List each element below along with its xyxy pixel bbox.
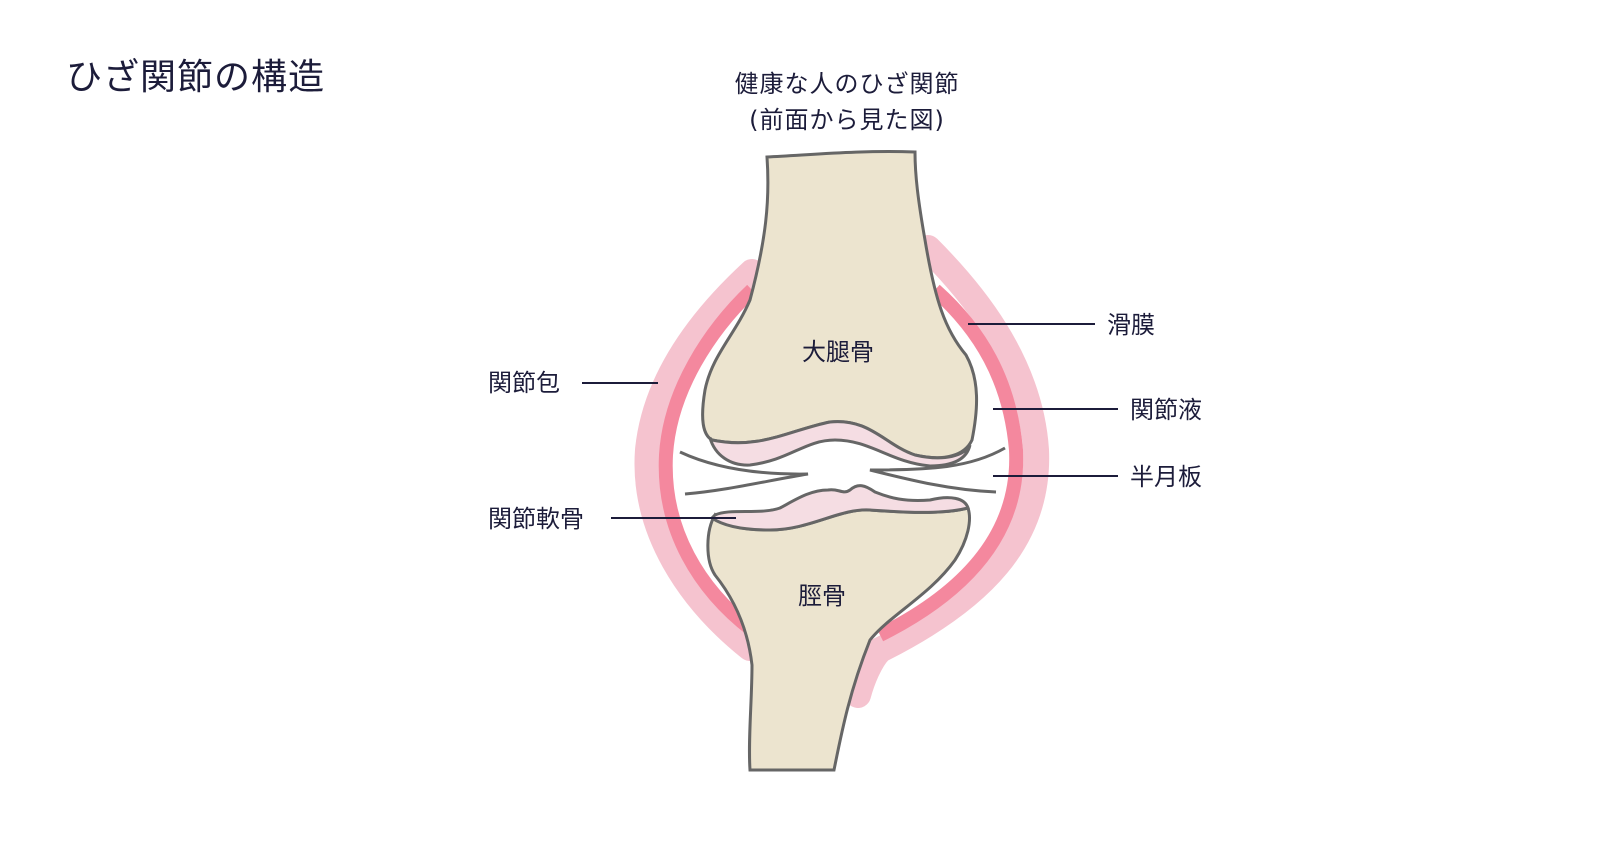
page-title: ひざ関節の構造 [66, 57, 326, 98]
label-synovial-fluid: 関節液 [1130, 396, 1202, 424]
label-femur: 大腿骨 [802, 338, 874, 366]
meniscus [679, 446, 1006, 496]
diagram-subtitle-note: (前面から見た図) [749, 106, 945, 134]
label-tibia: 脛骨 [798, 582, 846, 610]
label-joint-capsule: 関節包 [488, 369, 560, 397]
joint-capsule [634, 235, 1050, 708]
leader-lines [582, 323, 1118, 519]
femur-cartilage [708, 420, 972, 468]
diagram-subtitle: 健康な人のひざ関節 [734, 70, 960, 98]
tibia-cartilage [709, 484, 970, 532]
synovium [658, 284, 1024, 642]
label-articular-cartilage: 関節軟骨 [488, 505, 584, 533]
tibia-bone [706, 506, 971, 772]
label-meniscus: 半月板 [1130, 463, 1202, 491]
label-synovium: 滑膜 [1107, 311, 1155, 339]
